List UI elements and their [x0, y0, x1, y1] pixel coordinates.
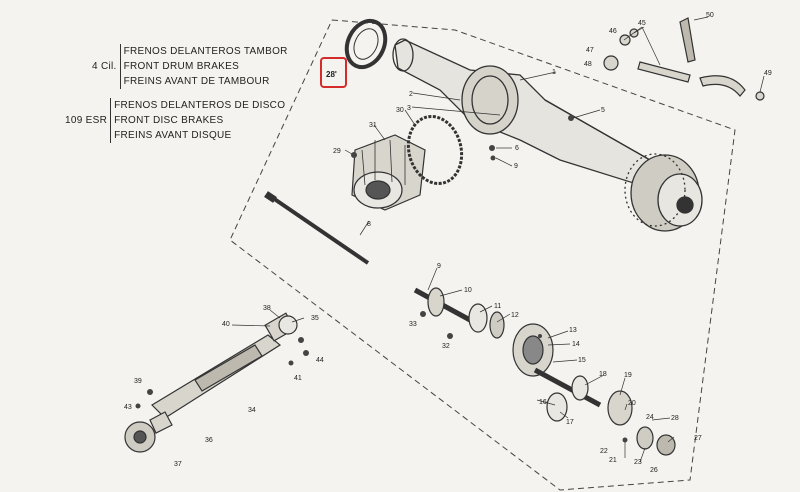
callout-50: 50: [706, 12, 714, 19]
hub-assembly: [413, 287, 676, 456]
callout-39: 39: [134, 378, 142, 385]
differential-carrier: [351, 134, 426, 211]
brake-drum: [624, 153, 703, 232]
legend-line-es: FRENOS DELANTEROS DE DISCO: [114, 100, 286, 111]
legend-line-en: FRONT DISC BRAKES: [114, 115, 224, 126]
callout-15: 15: [578, 357, 586, 364]
callout-28-prime: 28': [326, 70, 337, 79]
callout-8: 8: [367, 221, 371, 228]
callout-12: 12: [511, 312, 519, 319]
leader-lines: [231, 16, 765, 463]
axle-shaft: [264, 191, 370, 265]
callout-21: 21: [609, 457, 617, 464]
callout-18: 18: [599, 371, 607, 378]
callout-23: 23: [634, 459, 642, 466]
callout-20: 20: [628, 400, 636, 407]
legend-line-fr: FREINS AVANT DE TAMBOUR: [123, 76, 270, 87]
callout-43: 43: [124, 404, 132, 411]
callout-22: 22: [600, 448, 608, 455]
legend-lines: FRENOS DELANTEROS TAMBOR FRONT DRUM BRAK…: [119, 44, 288, 89]
carrier-gasket: [406, 114, 464, 186]
callout-31: 31: [369, 122, 377, 129]
callout-9b: 9: [437, 263, 441, 270]
legend-line-en: FRONT DRUM BRAKES: [123, 61, 240, 72]
callout-11: 11: [494, 303, 501, 310]
fasteners: [135, 115, 628, 443]
callout-24: 24: [646, 414, 654, 421]
callout-49: 49: [764, 70, 772, 77]
gasket-part: [344, 18, 388, 70]
callout-3: 3: [407, 105, 411, 112]
propeller-shaft: [124, 312, 298, 453]
legend-line-es: FRENOS DELANTEROS TAMBOR: [123, 46, 288, 57]
legend-drum-brakes: 4 Cil. FRENOS DELANTEROS TAMBOR FRONT DR…: [92, 44, 288, 89]
callout-29: 29: [333, 148, 341, 155]
legend-line-fr: FREINS AVANT DISQUE: [114, 130, 232, 141]
assembly-boundary: [229, 19, 736, 491]
callout-32: 32: [442, 343, 450, 350]
callout-28: 28: [671, 415, 679, 422]
callout-41: 41: [294, 375, 302, 382]
callout-34: 34: [248, 407, 256, 414]
callout-38: 38: [263, 305, 271, 312]
callout-17: 17: [566, 419, 574, 426]
brake-pipe-parts: [603, 17, 765, 101]
callout-26: 26: [650, 467, 658, 474]
highlight-box: [320, 57, 347, 88]
callout-2: 2: [409, 91, 413, 98]
legend-tag: 4 Cil.: [92, 61, 117, 72]
callout-46: 46: [609, 28, 617, 35]
callout-6: 6: [515, 145, 519, 152]
callout-labels: 1 2 3 5 6 9 30 31 29 8 9 10 11 12 13 14 …: [124, 12, 772, 474]
callout-16: 16: [539, 399, 547, 406]
callout-5: 5: [601, 107, 605, 114]
callout-44: 44: [316, 357, 324, 364]
callout-14: 14: [572, 341, 580, 348]
legend-disc-brakes: 109 ESR FRENOS DELANTEROS DE DISCO FRONT…: [65, 98, 285, 143]
callout-27: 27: [694, 435, 702, 442]
callout-33: 33: [409, 321, 417, 328]
callout-47: 47: [586, 47, 594, 54]
callout-30: 30: [396, 107, 404, 114]
callout-19: 19: [624, 372, 632, 379]
callout-9: 9: [514, 163, 518, 170]
callout-40: 40: [222, 321, 230, 328]
callout-37: 37: [174, 461, 182, 468]
legend-lines: FRENOS DELANTEROS DE DISCO FRONT DISC BR…: [110, 98, 285, 143]
callout-48: 48: [584, 61, 592, 68]
callout-35: 35: [311, 315, 319, 322]
callout-10: 10: [464, 287, 472, 294]
legend-tag: 109 ESR: [65, 115, 108, 126]
callout-13: 13: [569, 327, 577, 334]
callout-1: 1: [552, 69, 556, 76]
callout-45: 45: [638, 20, 646, 27]
callout-36: 36: [205, 437, 213, 444]
